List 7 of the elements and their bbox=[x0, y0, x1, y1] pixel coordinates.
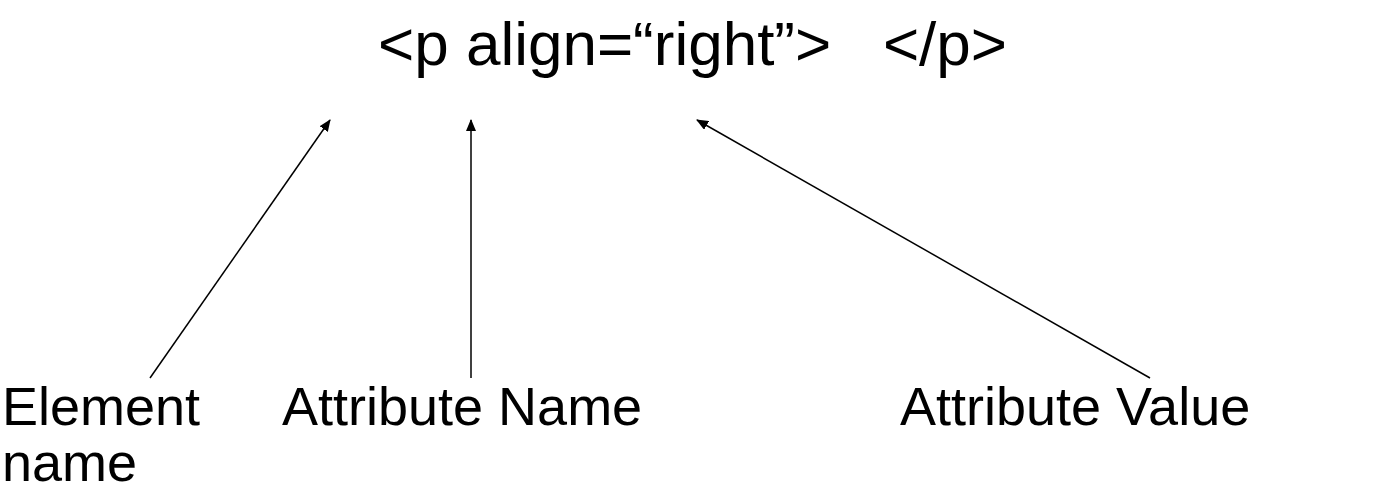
code-text: <p align=“right”> </p> bbox=[300, 8, 1020, 120]
leader-arrow bbox=[466, 119, 476, 379]
callout-label: Attribute Value bbox=[900, 378, 1340, 434]
callout-label: Element name bbox=[2, 378, 222, 490]
callout-label: Attribute Name bbox=[282, 378, 702, 434]
leader-arrow bbox=[149, 119, 331, 379]
leader-arrow bbox=[696, 119, 1151, 379]
